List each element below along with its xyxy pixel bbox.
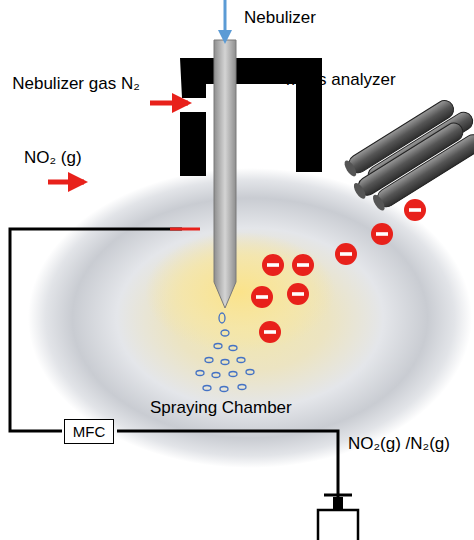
- ion-charge: [256, 295, 268, 299]
- ion: [287, 283, 309, 305]
- gas-bottle: [318, 495, 358, 540]
- ion: [335, 243, 357, 265]
- droplets: [196, 313, 254, 392]
- flow-controller-box: MFC: [64, 419, 115, 444]
- tube-tip: [170, 228, 200, 231]
- chamber-core: [145, 232, 335, 352]
- spraying-chamber: [28, 168, 472, 468]
- ion: [371, 223, 393, 245]
- nebulizer-label: Nebulizer: [244, 8, 316, 28]
- ions: [251, 199, 426, 343]
- nebulizer-body: [180, 112, 206, 176]
- chamber-label: Spraying Chamber: [150, 398, 292, 418]
- ion-charge: [264, 330, 276, 334]
- ion-charge: [297, 263, 309, 267]
- ion: [262, 254, 284, 276]
- ion-charge: [376, 232, 388, 236]
- gas-label: Nebulizer gas N₂: [6, 74, 146, 94]
- gas-label: NO₂(g) /N₂(g): [348, 434, 450, 454]
- node-text: MFC: [73, 423, 106, 440]
- mass-analyzer: [339, 92, 474, 218]
- ion: [259, 321, 281, 343]
- liquid-inlet: [218, 30, 232, 44]
- gas-tubing: [10, 229, 338, 498]
- nebulizer-needle: [214, 40, 236, 308]
- ion: [404, 199, 426, 221]
- analyzer-label: mass analyzer: [286, 70, 396, 90]
- ion: [251, 286, 273, 308]
- ion-charge: [267, 263, 279, 267]
- flow-arrow: [150, 101, 188, 106]
- gas-label: NO₂ (g): [24, 148, 82, 168]
- ion: [292, 254, 314, 276]
- ion-charge: [340, 252, 352, 256]
- ion-charge: [409, 208, 421, 212]
- flow-arrow: [48, 180, 84, 185]
- ion-charge: [292, 292, 304, 296]
